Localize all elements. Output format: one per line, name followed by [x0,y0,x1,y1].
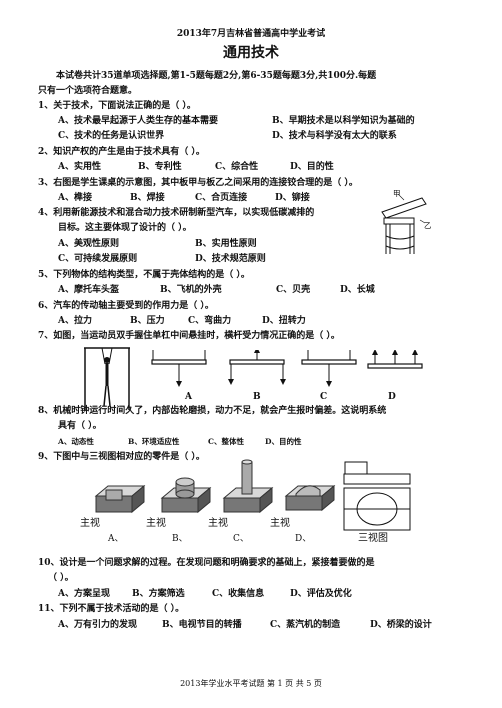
question-8-option-d[interactable]: D、目的性 [265,437,302,446]
question-2-option-a[interactable]: A、实用性 [58,162,101,172]
question-9-stem: 9、下图中与三视图相对应的零件是（ ）。 [38,452,205,462]
part-b-view-label: 主视 [146,518,166,529]
question-1-stem: 1、关于技术，下面说法正确的是（ ）。 [38,101,196,111]
part-b-figure [160,477,212,514]
question-5-option-a[interactable]: A、摩托车头盔 [58,285,119,295]
question-4-option-b[interactable]: B、实用性原则 [195,239,257,249]
question-9-option-a[interactable]: A、 [108,534,124,544]
question-1-option-b[interactable]: B、早期技术是以科学知识为基础的 [272,116,415,126]
gymnast-figure [84,347,130,410]
question-1-option-a[interactable]: A、技术最早起源于人类生存的基本需要 [58,116,218,126]
question-8-stem-line2: 具有（ ）。 [58,421,102,431]
question-10-option-d[interactable]: D、评估及优化 [290,589,352,599]
question-3-option-d[interactable]: D、铆接 [275,193,310,203]
question-11-option-d[interactable]: D、桥梁的设计 [370,620,432,630]
instructions-line2: 只有一个选项符合题意。 [38,86,138,96]
force-diagram-c [301,350,357,387]
part-c-figure [222,459,274,514]
question-4-option-c[interactable]: C、可持续发展原则 [58,254,138,264]
question-3-option-b[interactable]: B、焊接 [130,193,165,203]
question-5-option-d[interactable]: D、长城 [340,285,375,295]
question-8-option-a[interactable]: A、动态性 [58,437,94,446]
question-9-option-d[interactable]: D、 [295,534,312,544]
question-8-stem: 8、机械时钟运行时间久了，内部齿轮磨损，动力不足，就会产生报时偏差。这说明系统 [38,406,387,416]
question-11-stem: 11、下列不属于技术活动的是（ ）。 [38,604,185,614]
question-4-stem-line2: 目标。这主要体现了设计的（ ）。 [58,223,192,233]
question-2-stem: 2、知识产权的产生是由于技术具有（ ）。 [38,147,205,157]
question-10-option-a[interactable]: A、方案呈现 [58,589,110,599]
question-11-option-c[interactable]: C、蒸汽机的制造 [270,620,341,630]
question-10-stem: 10、设计是一个问题求解的过程。在发现问题和明确要求的基础上，紧接着要做的是 [38,558,375,568]
part-a-view-label: 主视 [80,518,100,529]
question-11-option-b[interactable]: B、电视节目的转播 [162,620,242,630]
question-6-option-a[interactable]: A、拉力 [58,316,92,326]
question-7-option-d[interactable]: D [388,392,396,402]
part-d-view-label: 主视 [270,518,290,529]
question-4-stem: 4、利用新能源技术和混合动力技术研制新型汽车，以实现低碳减排的 [38,208,315,218]
three-view-label: 三视图 [358,533,388,544]
question-5-stem: 5、下列物体的结构类型，不属于壳体结构的是（ ）。 [38,270,250,280]
question-6-stem: 6、汽车的传动轴主要受到的作用力是（ ）。 [38,301,214,311]
question-5-option-b[interactable]: B、飞机的外壳 [160,285,222,295]
part-a-figure [94,484,146,514]
part-d-figure [284,484,336,512]
page-footer: 2013年学业水平考试题 第 1 页 共 5 页 [180,679,322,688]
question-10-option-c[interactable]: C、收集信息 [212,589,265,599]
question-8-option-b[interactable]: B、环境适应性 [128,437,180,446]
question-11-option-a[interactable]: A、万有引力的发现 [58,620,137,630]
force-diagram-a [151,350,207,387]
question-3-stem: 3、右图是学生课桌的示意图，其中板甲与板乙之间采用的连接铰合理的是（ ）。 [38,178,358,188]
label-jia: 甲 [393,189,401,198]
question-8-option-c[interactable]: C、整体性 [208,437,244,446]
exam-title: 2013年7月吉林省普通高中学业考试 [176,29,326,39]
force-diagram-b [228,350,286,385]
question-7-option-b[interactable]: B [253,392,261,402]
question-3-option-a[interactable]: A、榫接 [58,193,92,203]
question-10-option-b[interactable]: B、方案筛选 [132,589,185,599]
question-10-stem-line2: （ ）。 [48,573,74,583]
instructions-line1: 本试卷共计35道单项选择题,第1-5题每题2分,第6-35题每题3分,共100分… [56,71,377,81]
label-yi: 乙 [424,221,432,230]
question-3-option-c[interactable]: C、合页连接 [195,193,248,203]
question-6-option-d[interactable]: D、扭转力 [262,316,306,326]
desk-figure [381,193,427,254]
part-c-view-label: 主视 [208,518,228,529]
force-diagram-d [367,350,423,369]
question-6-option-b[interactable]: B、压力 [130,316,165,326]
question-7-option-c[interactable]: C [320,392,328,402]
question-2-option-c[interactable]: C、综合性 [215,162,259,172]
question-4-option-a[interactable]: A、美观性原则 [58,239,119,249]
question-7-stem: 7、如图，当运动员双手握住单杠中间悬挂时，横杆受力情况正确的是（ ）。 [38,331,340,341]
question-1-option-c[interactable]: C、技术的任务是认识世界 [58,131,165,141]
question-1-option-d[interactable]: D、技术与科学没有太大的联系 [272,131,397,141]
question-2-option-d[interactable]: D、目的性 [290,162,334,172]
question-7-option-a[interactable]: A [185,392,192,402]
question-5-option-c[interactable]: C、贝壳 [276,285,311,295]
subject-title: 通用技术 [223,45,279,61]
three-view-drawing [343,461,411,531]
question-9-option-b[interactable]: B、 [172,534,188,544]
question-9-option-c[interactable]: C、 [233,534,249,544]
question-6-option-c[interactable]: C、弯曲力 [188,316,232,326]
question-2-option-b[interactable]: B、专利性 [138,162,182,172]
question-4-option-d[interactable]: D、技术规范原则 [195,254,266,264]
